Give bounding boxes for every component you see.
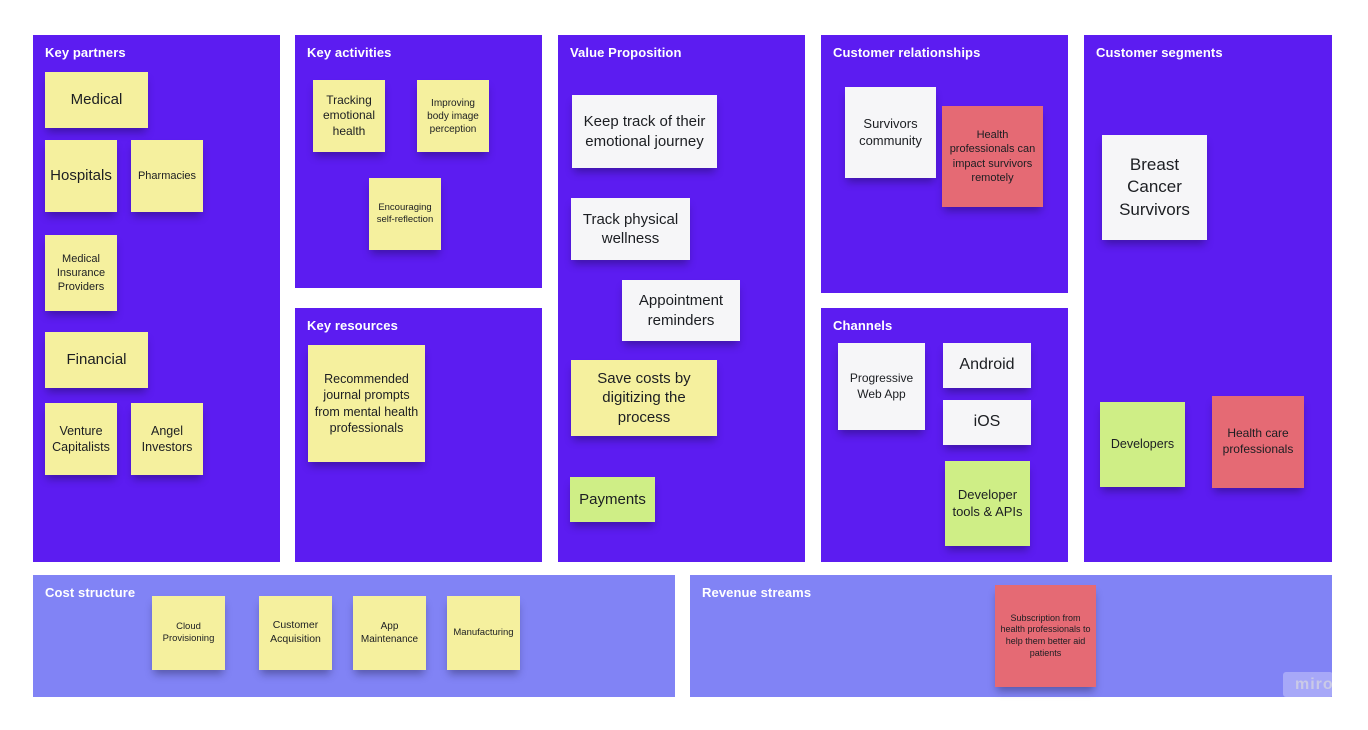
sticky-note-tracking-emotional-health[interactable]: Tracking emotional health bbox=[313, 80, 385, 152]
sticky-note-subscription-health-professionals[interactable]: Subscription from health professionals t… bbox=[995, 585, 1096, 687]
sticky-note-android[interactable]: Android bbox=[943, 343, 1031, 388]
sticky-note-ios[interactable]: iOS bbox=[943, 400, 1031, 445]
panel-title-channels: Channels bbox=[833, 318, 893, 333]
sticky-note-keep-track-emotional-journey[interactable]: Keep track of their emotional journey bbox=[572, 95, 717, 168]
panel-title-value-proposition: Value Proposition bbox=[570, 45, 682, 60]
sticky-note-developer-tools-apis[interactable]: Developer tools & APIs bbox=[945, 461, 1030, 546]
sticky-note-encouraging-self-reflection[interactable]: Encouraging self-reflection bbox=[369, 178, 441, 250]
panel-key-activities: Key activities Tracking emotional health… bbox=[295, 35, 542, 288]
sticky-note-track-physical-wellness[interactable]: Track physical wellness bbox=[571, 198, 690, 260]
sticky-note-venture-capitalists[interactable]: Venture Capitalists bbox=[45, 403, 117, 475]
sticky-note-progressive-web-app[interactable]: Progressive Web App bbox=[838, 343, 925, 430]
panel-title-customer-relationships: Customer relationships bbox=[833, 45, 981, 60]
panel-revenue-streams: Revenue streams Subscription from health… bbox=[690, 575, 1332, 697]
sticky-note-hospitals[interactable]: Hospitals bbox=[45, 140, 117, 212]
sticky-note-health-care-professionals[interactable]: Health care professionals bbox=[1212, 396, 1304, 488]
panel-cost-structure: Cost structure Cloud Provisioning Custom… bbox=[33, 575, 675, 697]
panel-key-resources: Key resources Recommended journal prompt… bbox=[295, 308, 542, 562]
panel-key-partners: Key partners Medical Hospitals Pharmacie… bbox=[33, 35, 280, 562]
sticky-note-health-professionals-remote-impact[interactable]: Health professionals can impact survivor… bbox=[942, 106, 1043, 207]
sticky-note-customer-acquisition[interactable]: Customer Acquisition bbox=[259, 596, 332, 670]
sticky-note-financial[interactable]: Financial bbox=[45, 332, 148, 388]
panel-title-key-resources: Key resources bbox=[307, 318, 398, 333]
sticky-note-recommended-journal-prompts[interactable]: Recommended journal prompts from mental … bbox=[308, 345, 425, 462]
sticky-note-medical[interactable]: Medical bbox=[45, 72, 148, 128]
panel-title-customer-segments: Customer segments bbox=[1096, 45, 1223, 60]
panel-customer-segments: Customer segments Breast Cancer Survivor… bbox=[1084, 35, 1332, 562]
miro-logo-text: miro bbox=[1295, 675, 1334, 693]
sticky-note-pharmacies[interactable]: Pharmacies bbox=[131, 140, 203, 212]
sticky-note-save-costs-digitizing[interactable]: Save costs by digitizing the process bbox=[571, 360, 717, 436]
sticky-note-medical-insurance-providers[interactable]: Medical Insurance Providers bbox=[45, 235, 117, 311]
sticky-note-survivors-community[interactable]: Survivors community bbox=[845, 87, 936, 178]
miro-watermark: miro bbox=[1283, 672, 1333, 697]
panel-title-cost-structure: Cost structure bbox=[45, 585, 136, 600]
sticky-note-improving-body-image[interactable]: Improving body image perception bbox=[417, 80, 489, 152]
sticky-note-developers[interactable]: Developers bbox=[1100, 402, 1185, 487]
sticky-note-app-maintenance[interactable]: App Maintenance bbox=[353, 596, 426, 670]
sticky-note-cloud-provisioning[interactable]: Cloud Provisioning bbox=[152, 596, 225, 670]
panel-customer-relationships: Customer relationships Survivors communi… bbox=[821, 35, 1068, 293]
sticky-note-breast-cancer-survivors[interactable]: Breast Cancer Survivors bbox=[1102, 135, 1207, 240]
panel-value-proposition: Value Proposition Keep track of their em… bbox=[558, 35, 805, 562]
panel-channels: Channels Progressive Web App Android iOS… bbox=[821, 308, 1068, 562]
sticky-note-payments[interactable]: Payments bbox=[570, 477, 655, 522]
panel-title-key-activities: Key activities bbox=[307, 45, 392, 60]
sticky-note-angel-investors[interactable]: Angel Investors bbox=[131, 403, 203, 475]
sticky-note-manufacturing[interactable]: Manufacturing bbox=[447, 596, 520, 670]
sticky-note-appointment-reminders[interactable]: Appointment reminders bbox=[622, 280, 740, 341]
panel-title-revenue-streams: Revenue streams bbox=[702, 585, 812, 600]
panel-title-key-partners: Key partners bbox=[45, 45, 126, 60]
